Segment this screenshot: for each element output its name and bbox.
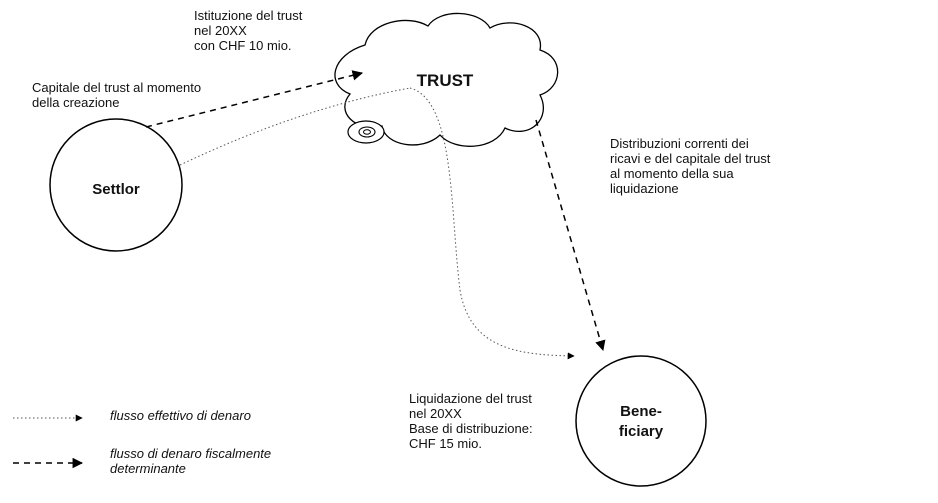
- annotation-distributions: Distribuzioni correnti dei ricavi e del …: [610, 136, 771, 196]
- beneficiary-circle: [575, 355, 707, 487]
- settlor-to-trust-tax-flow-arrow: [145, 70, 364, 128]
- trust-to-beneficiary-actual-flow-arrow: [409, 87, 575, 360]
- trust-cloud: [334, 12, 559, 147]
- legend-tax-flow-label: flusso di denaro fiscalmente determinant…: [110, 446, 272, 476]
- beneficiary-label: Bene- ficiary: [618, 403, 664, 440]
- annotation-initial-capital: Capitale del trust al momento della crea…: [32, 80, 202, 110]
- settlor-circle: [49, 118, 183, 252]
- annotation-liquidation: Liquidazione del trust nel 20XX Base di …: [409, 391, 533, 451]
- annotation-trust-institution: Istituzione del trust nel 20XX con CHF 1…: [194, 8, 303, 53]
- settlor-label: Settlor: [92, 181, 140, 198]
- settlor-to-trust-actual-flow-arrow: [179, 87, 411, 166]
- trust-to-beneficiary-tax-flow-arrow: [535, 119, 606, 352]
- legend-actual-flow-label: flusso effettivo di denaro: [110, 408, 251, 423]
- trust-label: TRUST: [416, 71, 474, 90]
- trust-cloud-bubble-core: [363, 129, 371, 135]
